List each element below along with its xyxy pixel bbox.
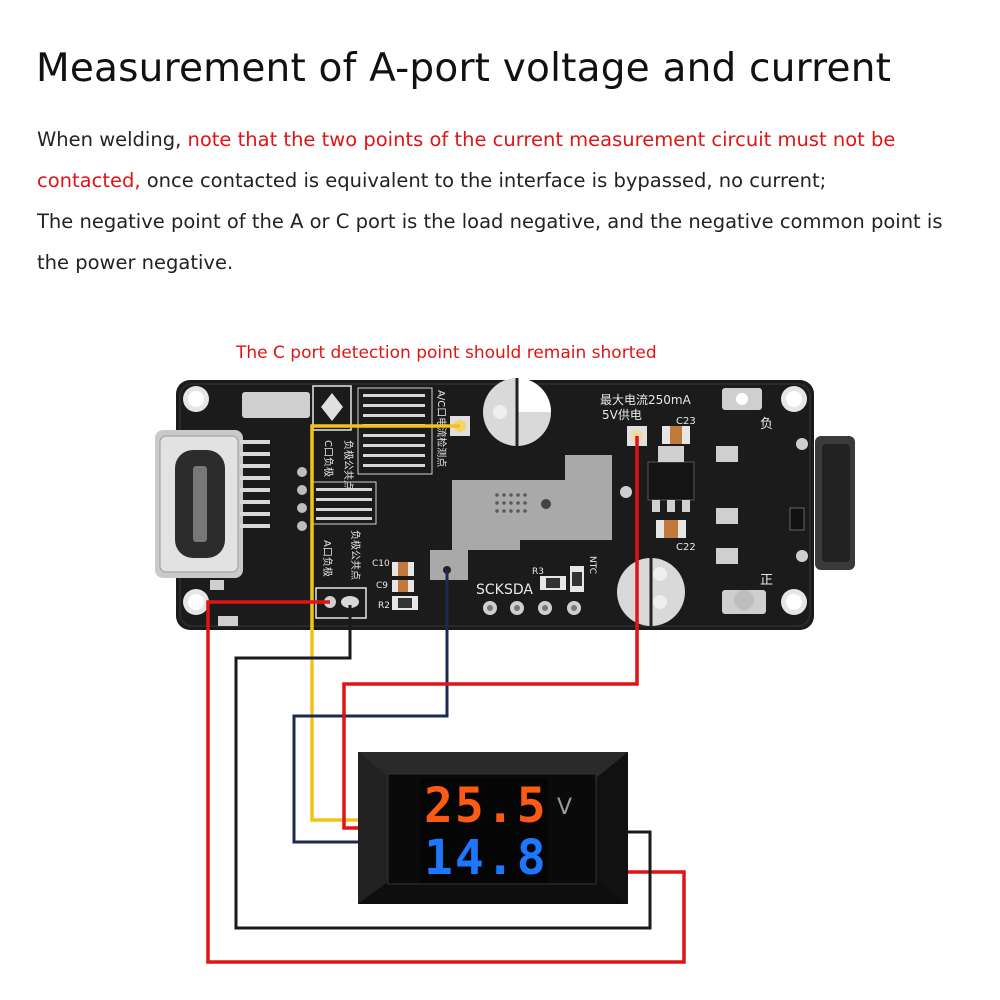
desc-intro: When welding, <box>37 128 188 151</box>
volt-amp-meter: 25.5 V 14.8 <box>358 752 628 904</box>
positive-terminal-label: 正 <box>760 573 773 588</box>
r3-label: R3 <box>532 567 544 577</box>
neg-common-label-top: 负极公共点 <box>342 440 355 490</box>
desc-bypass-note: once contacted is equivalent to the inte… <box>140 169 827 192</box>
c22-label: C22 <box>676 542 696 553</box>
r2-label: R2 <box>378 601 390 611</box>
c-port-callout: The C port detection point should remain… <box>236 343 657 363</box>
c10-label: C10 <box>372 559 390 569</box>
red-supply-wire <box>342 436 639 830</box>
ac-detect-label: A/C口电流检测点 <box>435 390 448 467</box>
i2c-pads <box>483 601 581 615</box>
voltage-unit: V <box>557 795 572 820</box>
pcb-board: C口负极 负极公共点 A口负极 负极公共点 A/C口电流检测点 <box>155 378 855 630</box>
red-load-wire <box>206 600 686 964</box>
black-common-wire <box>234 605 652 930</box>
yellow-detect-wire <box>310 424 460 822</box>
navy-ground-wire <box>292 570 449 844</box>
usb-c-port <box>155 430 243 578</box>
sck-label: SCK <box>476 582 505 598</box>
mounting-holes <box>183 386 807 615</box>
neg-common-label-bottom: 负极公共点 <box>349 530 362 580</box>
sda-label: SDA <box>504 582 533 598</box>
desc-negative-note: The negative point of the A or C port is… <box>37 210 943 274</box>
a-port-neg-label: A口负极 <box>321 540 334 577</box>
voltage-display: 25.5 <box>424 778 548 834</box>
c9-label: C9 <box>376 581 388 591</box>
wires <box>206 424 686 964</box>
page-title: Measurement of A-port voltage and curren… <box>36 46 892 91</box>
c23-label: C23 <box>676 416 696 427</box>
negative-terminal-label: 负 <box>760 417 773 432</box>
current-display: 14.8 <box>424 830 548 886</box>
description: When welding, note that the two points o… <box>37 119 967 283</box>
c-port-neg-label: C口负极 <box>322 440 335 477</box>
max-current-label: 最大电流250mA <box>600 393 692 407</box>
supply-label: 5V供电 <box>602 408 642 422</box>
ntc-label: NTC <box>587 556 597 574</box>
desc-warning: note that the two points of the current … <box>37 128 896 192</box>
